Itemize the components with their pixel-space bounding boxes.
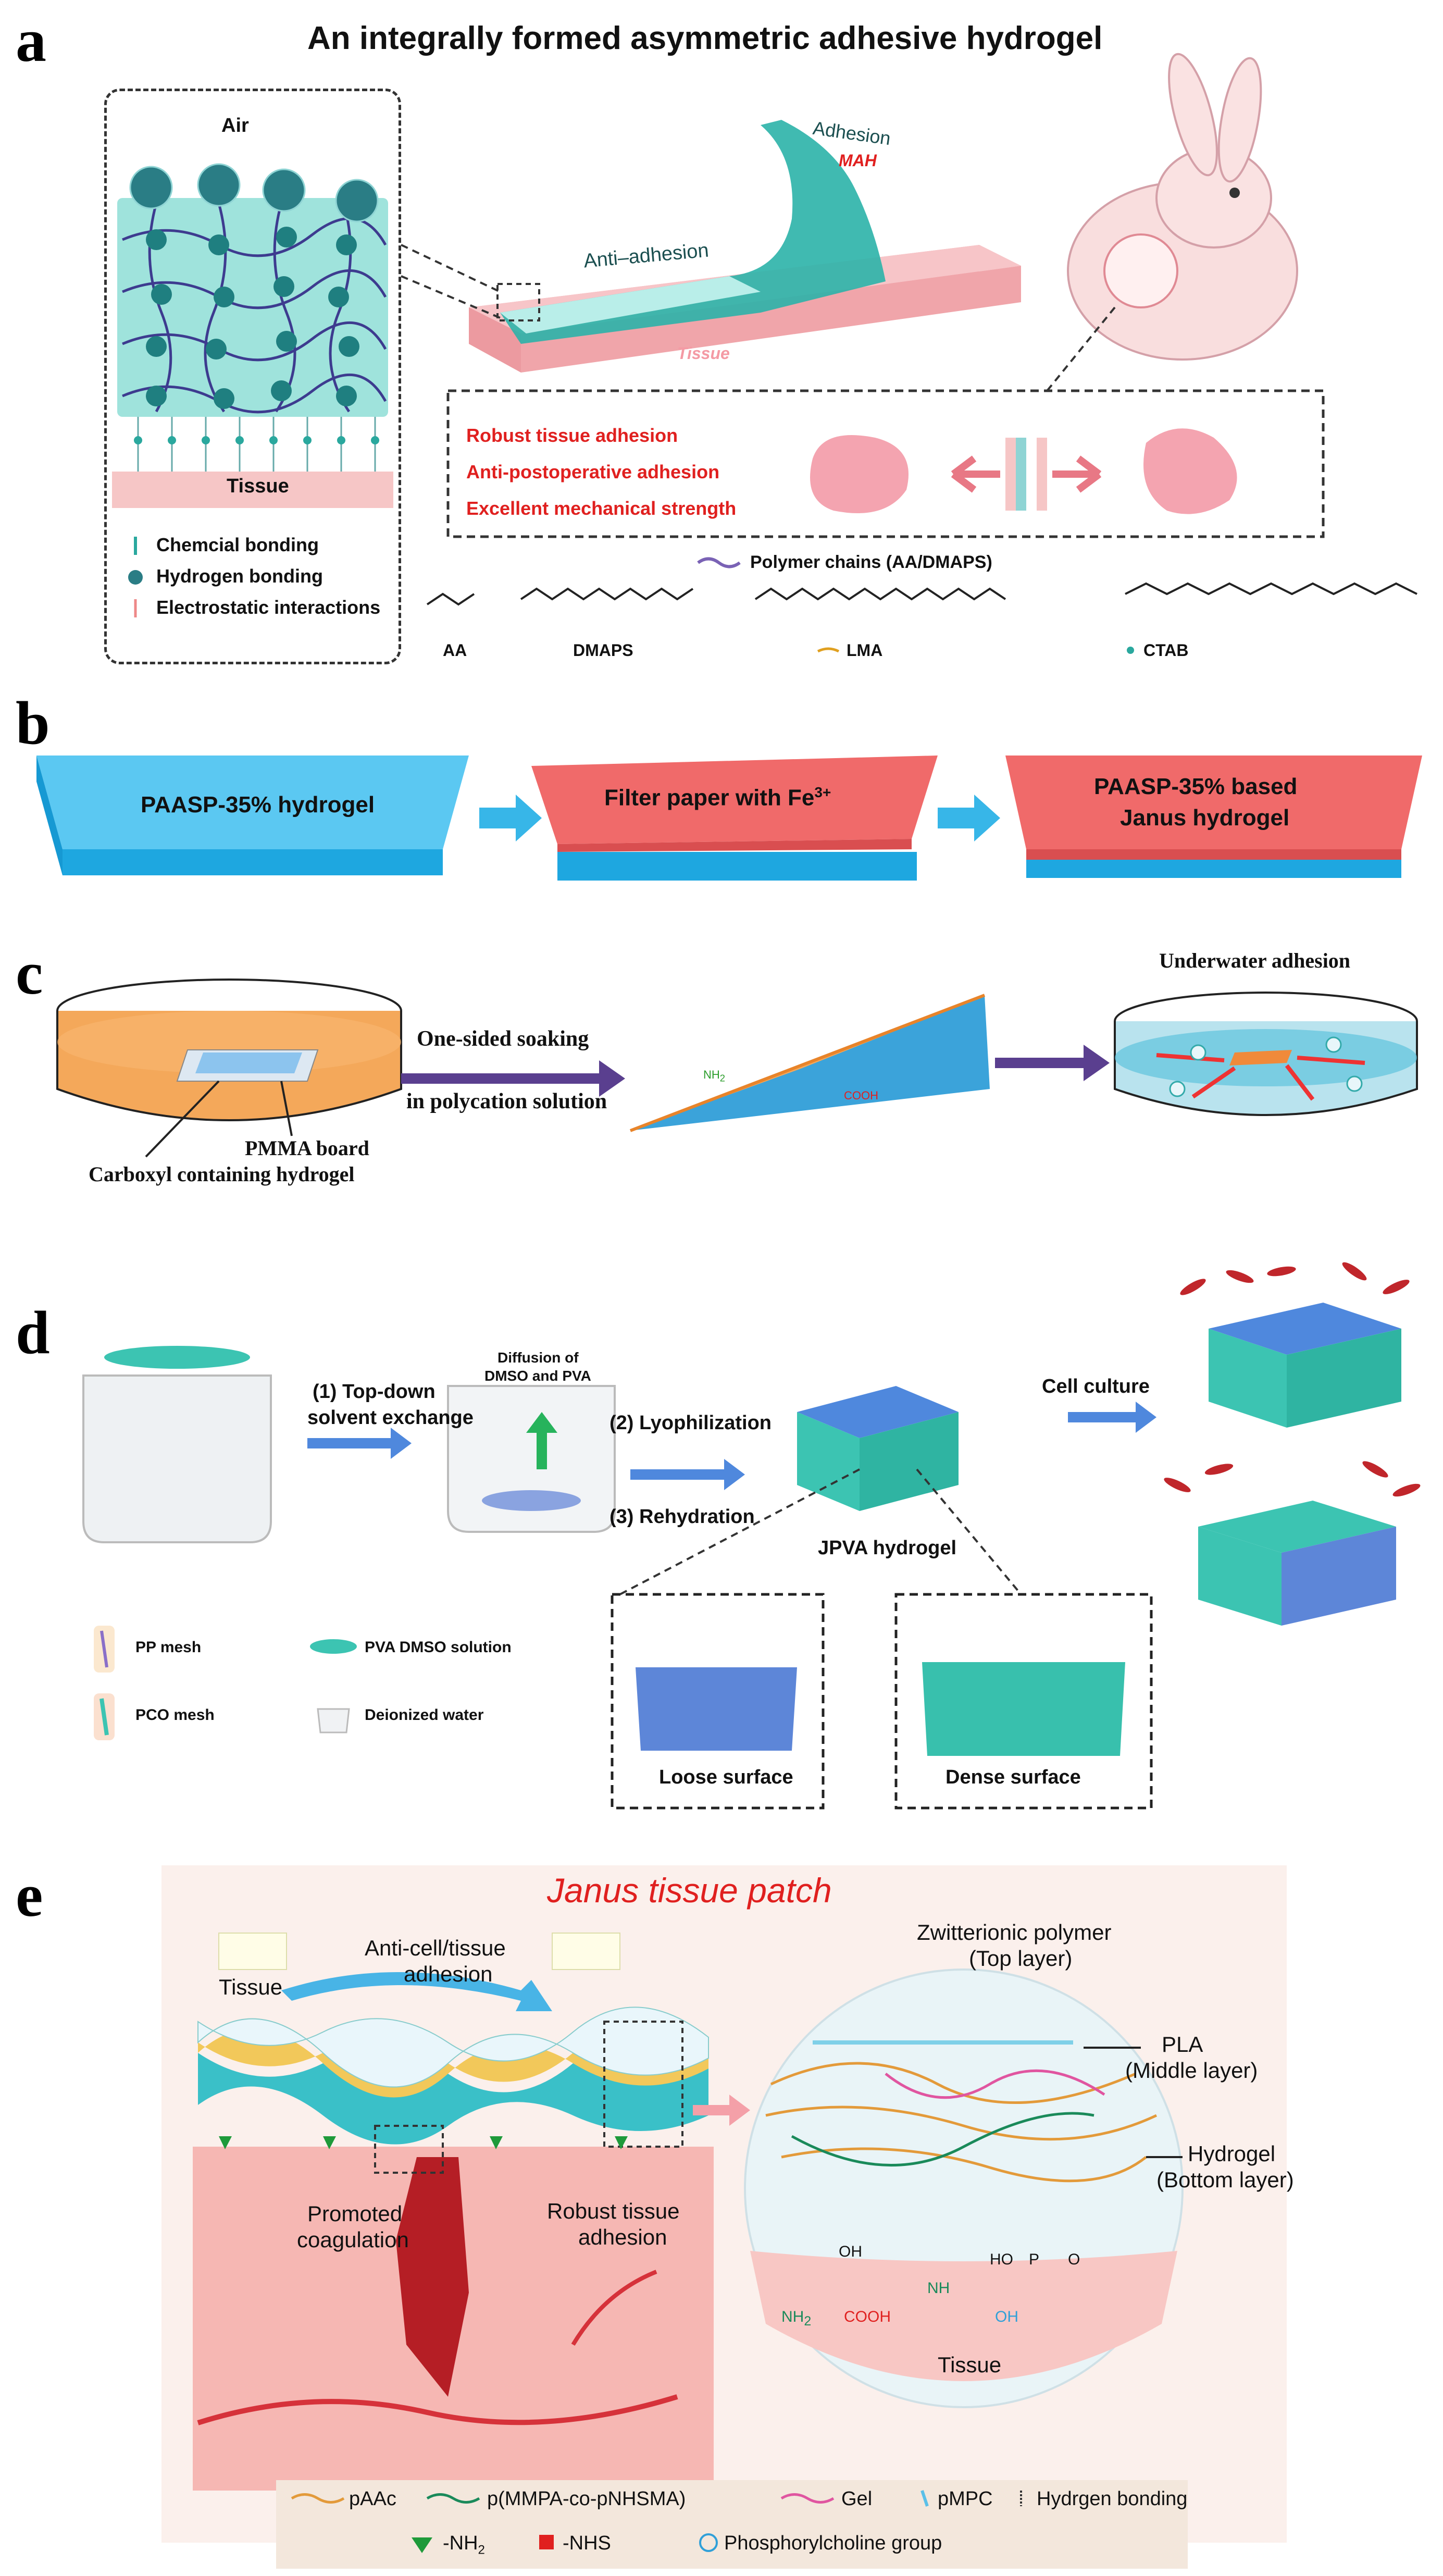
nh2-label: NH2 [703,1068,725,1084]
step3-label: (3) Rehydration [609,1506,755,1528]
mah-label: MAH [839,151,877,170]
robust-line2: adhesion [578,2225,667,2249]
air-label: Air [221,115,249,137]
feature-1: Robust tissue adhesion [466,425,678,446]
legend-nh2: -NH2 [443,2532,485,2558]
network-inset [104,89,401,664]
step2-sup: 3+ [814,784,831,800]
legend-pva-dmso: PVA DMSO solution [365,1639,512,1656]
panel-label-b: b [16,689,50,757]
panel-a-graphics [112,53,1417,654]
legend-pmpc: pMPC [938,2488,993,2510]
legend-nhs: -NHS [563,2532,611,2554]
monomer-dmaps: DMAPS [573,641,633,660]
legend-deionized: Deionized water [365,1706,484,1724]
panel-a-title: An integrally formed asymmetric adhesive… [307,20,1103,56]
feature-3: Excellent mechanical strength [466,498,737,519]
cooh-label: COOH [844,1089,878,1102]
step1-label: PAASP-35% hydrogel [141,792,375,818]
panel-label-a: a [16,6,46,75]
promoted-line2: coagulation [297,2227,409,2252]
chem-p: P [1029,2251,1040,2268]
pmma-label: PMMA board [245,1136,369,1160]
chem-cooh: COOH [844,2308,891,2325]
legend-electrostatic: Electrostatic interactions [156,597,381,618]
cell-culture-label: Cell culture [1042,1376,1150,1397]
legend-gel: Gel [841,2488,873,2510]
legend-nh2-text: -NH [443,2532,478,2554]
tissue-circle-label: Tissue [938,2352,1002,2377]
panel-b: b PAASP-35% hydrogel Filter paper with F… [0,672,1443,933]
zwitterionic-line2: (Top layer) [969,1946,1073,1971]
loose-surface-label: Loose surface [659,1766,793,1788]
legend-phospho: Phosphorylcholine group [724,2532,942,2554]
nh-text: NH [703,1068,720,1081]
chem-nh2-text: NH [781,2308,804,2325]
anti-adhesion-line2: adhesion [404,1962,493,1986]
tissue-left-label: Tissue [227,475,289,497]
diffusion-line2: DMSO and PVA [484,1368,591,1384]
legend-nh2-sub: 2 [478,2543,485,2557]
arrow-label-2: in polycation solution [406,1089,607,1113]
step3-line1: PAASP-35% based [1094,774,1298,799]
legend-hbond: Hydrgen bonding [1037,2488,1188,2510]
anti-adhesion-line1: Anti-cell/tissue [365,1936,506,1960]
legend-pco-mesh: PCO mesh [135,1706,215,1724]
polymer-chains-label: Polymer chains (AA/DMAPS) [750,552,992,572]
tissue-center-label: Tissue [677,344,730,363]
step3-line2: Janus hydrogel [1120,805,1290,831]
panel-c: c One-sided soaking in polycation soluti… [0,933,1443,1240]
chem-nh: NH [927,2280,950,2297]
panel-e-graphics [161,1865,1287,2569]
step2-label: (2) Lyophilization [609,1412,772,1434]
legend-chemical-bonding: Chemcial bonding [156,534,319,555]
chem-nh2: NH2 [781,2308,811,2329]
chem-oh: OH [839,2243,862,2260]
pla-line2: (Middle layer) [1125,2058,1258,2083]
dense-surface-label: Dense surface [946,1766,1081,1788]
arrow-label-1: One-sided soaking [417,1027,589,1051]
promoted-line1: Promoted [307,2201,403,2226]
panel-label-d: d [16,1298,50,1367]
zwitterionic-line1: Zwitterionic polymer [917,1920,1112,1945]
hydrogel-line1: Hydrogel [1188,2141,1276,2166]
panel-b-graphics [36,756,1422,881]
legend-pmmpa: p(MMPA-co-pNHSMA) [487,2488,686,2510]
robust-line1: Robust tissue [547,2199,680,2223]
legend-hydrogen-bonding: Hydrogen bonding [156,565,323,587]
panel-a: a An integrally formed asymmetric adhesi… [0,0,1443,672]
monomer-ctab: CTAB [1143,641,1189,660]
diffusion-line1: Diffusion of [497,1349,579,1366]
panel-e: e [0,1824,1443,2576]
legend-paac: pAAc [349,2488,396,2510]
chem-oh2: OH [995,2308,1018,2325]
legend-pp-mesh: PP mesh [135,1639,202,1656]
chem-nh2-sub: 2 [804,2314,812,2329]
panel-d: d [0,1240,1443,1824]
step1-line1: (1) Top-down [313,1381,436,1403]
janus-title: Janus tissue patch [547,1871,832,1910]
panel-label-e: e [16,1861,43,1929]
monomer-lma: LMA [847,641,883,660]
hydrogel-line2: (Bottom layer) [1156,2168,1294,2192]
panel-c-graphics [56,979,1418,1158]
step1-line2: solvent exchange [307,1407,474,1429]
panel-d-graphics [82,1262,1421,1810]
jpva-label: JPVA hydrogel [818,1537,957,1559]
chem-o: O [1068,2251,1080,2268]
carboxyl-label: Carboxyl containing hydrogel [89,1162,355,1186]
feature-2: Anti-postoperative adhesion [466,461,720,482]
pla-line1: PLA [1162,2032,1203,2057]
step2-text: Filter paper with Fe [604,785,815,811]
step2-label: Filter paper with Fe3+ [604,784,831,811]
nh-sub: 2 [719,1072,725,1084]
panel-label-c: c [16,939,43,1007]
chem-ho: HO [990,2251,1013,2268]
underwater-label: Underwater adhesion [1159,949,1351,972]
monomer-aa: AA [443,641,467,660]
tissue-left-e: Tissue [219,1975,283,1999]
